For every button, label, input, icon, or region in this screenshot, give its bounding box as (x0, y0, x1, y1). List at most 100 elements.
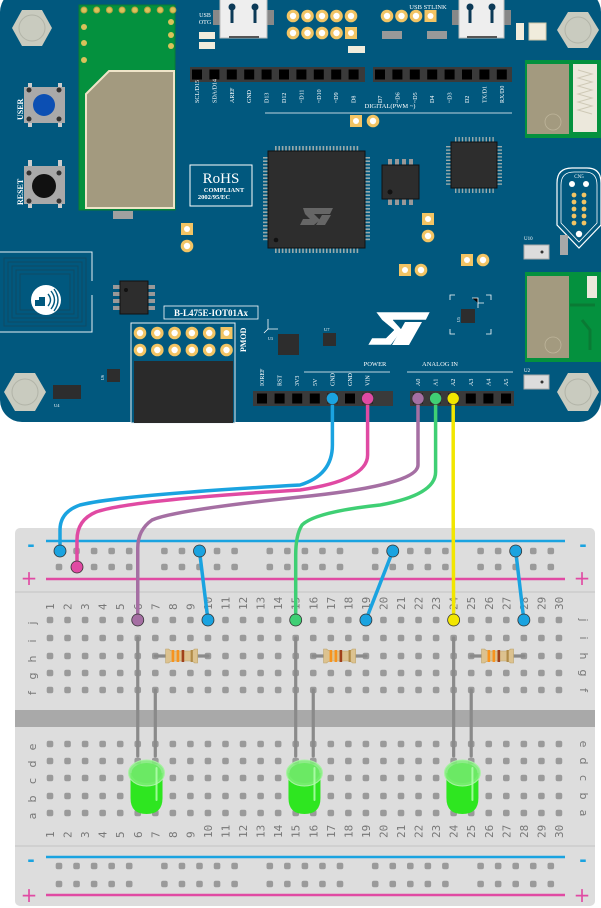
breadboard-hole[interactable] (274, 686, 282, 694)
header-pin-3v3[interactable] (292, 393, 303, 404)
breadboard-hole[interactable] (432, 616, 440, 624)
breadboard-hole[interactable] (46, 616, 54, 624)
breadboard-hole[interactable] (362, 740, 370, 748)
breadboard-hole[interactable] (204, 686, 212, 694)
breadboard-hole[interactable] (169, 616, 177, 624)
breadboard-hole[interactable] (362, 774, 370, 782)
breadboard-hole[interactable] (81, 686, 89, 694)
breadboard-hole[interactable] (231, 563, 238, 571)
jumper-3[interactable] (509, 544, 531, 627)
breadboard-hole[interactable] (231, 547, 238, 555)
breadboard-hole[interactable] (345, 774, 352, 782)
breadboard-hole[interactable] (538, 634, 545, 642)
breadboard-hole[interactable] (169, 634, 177, 642)
breadboard-hole[interactable] (239, 792, 247, 800)
breadboard-hole[interactable] (187, 740, 194, 748)
led-2[interactable] (285, 636, 323, 814)
breadboard-hole[interactable] (284, 880, 291, 888)
breadboard-hole[interactable] (73, 862, 80, 870)
breadboard-hole[interactable] (46, 669, 54, 677)
breadboard-hole[interactable] (336, 862, 344, 870)
breadboard-hole[interactable] (204, 774, 212, 782)
breadboard-hole[interactable] (345, 809, 352, 817)
breadboard-hole[interactable] (213, 547, 221, 555)
jumper-1[interactable] (193, 544, 215, 627)
breadboard-hole[interactable] (99, 652, 106, 660)
breadboard-hole[interactable] (424, 862, 432, 870)
breadboard-hole[interactable] (239, 686, 247, 694)
breadboard-hole[interactable] (362, 669, 370, 677)
breadboard-hole[interactable] (187, 792, 194, 800)
breadboard-hole[interactable] (538, 616, 545, 624)
breadboard-hole[interactable] (178, 862, 186, 870)
breadboard-hole[interactable] (46, 652, 54, 660)
breadboard-hole[interactable] (547, 563, 555, 571)
breadboard-hole[interactable] (169, 792, 177, 800)
breadboard-hole[interactable] (415, 686, 422, 694)
breadboard-hole[interactable] (116, 652, 124, 660)
header-pin-rst[interactable] (274, 393, 285, 404)
breadboard-hole[interactable] (55, 862, 63, 870)
breadboard-hole[interactable] (257, 809, 264, 817)
breadboard-hole[interactable] (547, 547, 555, 555)
breadboard-hole[interactable] (520, 792, 528, 800)
header-pin-a4[interactable] (483, 393, 494, 404)
breadboard-hole[interactable] (99, 669, 106, 677)
header-pin-d5[interactable] (409, 69, 420, 80)
breadboard-hole[interactable] (380, 809, 387, 817)
breadboard-hole[interactable] (309, 616, 317, 624)
user-button[interactable] (24, 83, 65, 127)
breadboard-hole[interactable] (231, 880, 238, 888)
breadboard-hole[interactable] (442, 880, 449, 888)
breadboard-hole[interactable] (538, 652, 545, 660)
breadboard-hole[interactable] (547, 862, 555, 870)
breadboard-hole[interactable] (467, 669, 475, 677)
breadboard-hole[interactable] (64, 616, 71, 624)
a2-wire[interactable] (447, 396, 461, 627)
breadboard-hole[interactable] (380, 757, 387, 765)
breadboard-hole[interactable] (187, 774, 194, 782)
breadboard-hole[interactable] (99, 774, 106, 782)
breadboard-hole[interactable] (108, 563, 115, 571)
breadboard-hole[interactable] (319, 862, 326, 870)
breadboard-hole[interactable] (494, 880, 502, 888)
breadboard-hole[interactable] (345, 757, 352, 765)
header-pin-aref[interactable] (226, 69, 237, 80)
breadboard-hole[interactable] (555, 686, 563, 694)
breadboard-hole[interactable] (327, 616, 335, 624)
breadboard-hole[interactable] (64, 774, 71, 782)
breadboard-hole[interactable] (99, 634, 106, 642)
breadboard-hole[interactable] (327, 634, 335, 642)
breadboard-hole[interactable] (257, 757, 264, 765)
header-pin-ioref[interactable] (257, 393, 267, 404)
breadboard-hole[interactable] (178, 563, 186, 571)
breadboard-hole[interactable] (239, 634, 247, 642)
breadboard-hole[interactable] (380, 686, 387, 694)
breadboard-hole[interactable] (222, 686, 229, 694)
breadboard-hole[interactable] (274, 652, 282, 660)
breadboard-hole[interactable] (90, 547, 98, 555)
a0-wire[interactable] (131, 396, 420, 627)
breadboard-hole[interactable] (477, 862, 484, 870)
breadboard-hole[interactable] (274, 740, 282, 748)
breadboard-hole[interactable] (371, 563, 379, 571)
breadboard-hole[interactable] (169, 774, 177, 782)
breadboard-hole[interactable] (485, 616, 493, 624)
breadboard-hole[interactable] (55, 880, 63, 888)
breadboard-hole[interactable] (187, 634, 194, 642)
breadboard-hole[interactable] (380, 652, 387, 660)
breadboard-hole[interactable] (485, 809, 493, 817)
breadboard-hole[interactable] (485, 774, 493, 782)
breadboard-hole[interactable] (266, 880, 274, 888)
breadboard-hole[interactable] (81, 774, 89, 782)
resistor-3[interactable] (469, 648, 526, 664)
breadboard-hole[interactable] (494, 862, 502, 870)
breadboard-hole[interactable] (274, 669, 282, 677)
breadboard-hole[interactable] (169, 669, 177, 677)
breadboard-hole[interactable] (467, 634, 475, 642)
breadboard-hole[interactable] (397, 740, 405, 748)
breadboard-hole[interactable] (345, 634, 352, 642)
header-pin-5v[interactable] (309, 393, 320, 404)
breadboard-hole[interactable] (187, 686, 194, 694)
a1-wire[interactable] (289, 396, 438, 627)
